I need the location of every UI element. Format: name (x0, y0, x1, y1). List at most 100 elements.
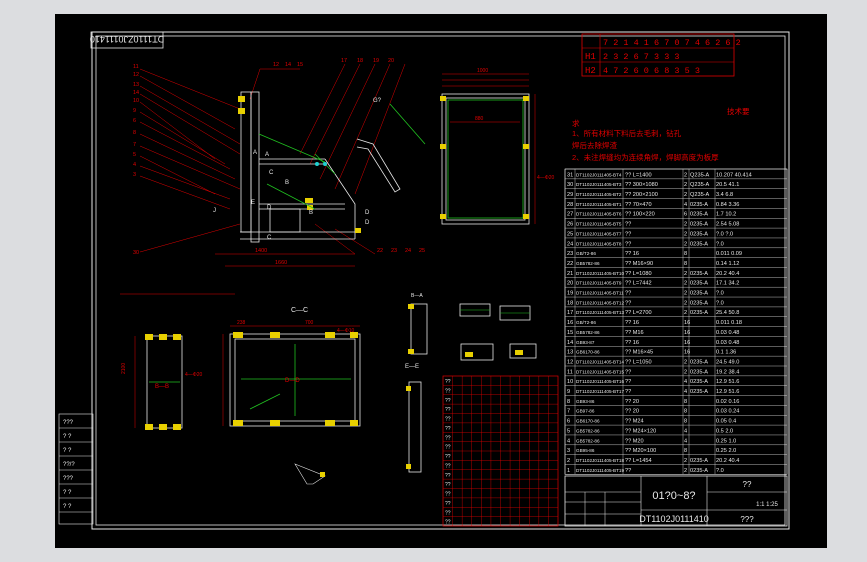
bom-cell-code: GB93-86 (576, 399, 595, 404)
bom-cell-mat: 0235-A (690, 359, 708, 365)
bom-cell-name: ?? (625, 291, 631, 297)
bom-cell-code: GB5782-86 (576, 330, 600, 335)
bom-cell-no: 11 (567, 369, 573, 375)
bom-cell-wt: 0.011 0.18 (716, 320, 742, 326)
svg-text:G?: G? (373, 98, 382, 104)
weld-table-row-label: ?? (445, 388, 451, 394)
bom-cell-name: ?? M20 (625, 438, 644, 444)
cad-drawing-svg[interactable]: DT1110ZJ0111410 7 2 1 4 1 6 7 0 7 4 6 2 … (55, 14, 827, 548)
notes-line3: 2、未注焊缝均为连续角焊，焊脚高度为板厚 (572, 152, 719, 162)
bom-cell-mat: 0235-A (690, 369, 708, 375)
title-block-code: DT1102J0111410 (639, 514, 709, 524)
bom-cell-name: ?? 20 (625, 399, 639, 405)
svg-text:A: A (265, 152, 269, 158)
bom-cell-qty: 8 (684, 409, 687, 415)
bom-cell-wt: 0.1 1.36 (716, 350, 736, 356)
bom-cell-qty: 2 (684, 241, 687, 247)
bom-cell-qty: 16 (684, 340, 690, 346)
bom-cell-name: ?? 16 (625, 251, 639, 257)
bom-cell-wt: 20.2 40.4 (716, 458, 739, 464)
bom-cell-code: DT1102J0111405-BT18 (576, 458, 624, 463)
bom-cell-code: GB5782-86 (576, 438, 600, 443)
title-block-q1: ?? (743, 480, 752, 489)
left-block-r6: ? ? (63, 490, 72, 496)
bom-cell-no: 23 (567, 251, 573, 257)
svg-text:B: B (309, 210, 313, 216)
weld-table-row-label: ?? (445, 492, 451, 498)
bom-cell-mat: 0235-A (690, 231, 708, 237)
section-label-ba: B—A (411, 293, 423, 299)
bom-cell-no: 26 (567, 222, 573, 228)
bom-cell-name: ?? L=7442 (625, 281, 652, 287)
left-block-r3: ? ? (63, 448, 72, 454)
bom-cell-code: DT1102J0111405-BT4 (576, 172, 622, 177)
bom-cell-code: DT1102J0111405-BT15 (576, 369, 624, 374)
bom-cell-wt: 0.14 1.12 (716, 261, 739, 267)
bom-cell-qty: 2 (684, 300, 687, 306)
svg-text:17: 17 (341, 58, 347, 64)
bom-cell-code: GB/T2-86 (576, 251, 596, 256)
bom-cell-wt: 3.4 6.8 (716, 192, 733, 198)
bom-cell-qty: 2 (684, 458, 687, 464)
bom-cell-wt: 10.207 40.414 (716, 172, 752, 178)
svg-text:12: 12 (133, 72, 139, 78)
bom-cell-code: DT1102J0111405-BT6 (576, 212, 622, 217)
dim-2100-left: 2100 (121, 363, 127, 374)
svg-text:11: 11 (133, 64, 139, 70)
bom-cell-no: 21 (567, 271, 573, 277)
bom-cell-code: GB5782-86 (576, 261, 600, 266)
bom-cell-code: DT1102J0111405-BT9 (576, 281, 622, 286)
bom-cell-name: ?? (625, 300, 631, 306)
bom-cell-name: ?? M24 (625, 419, 644, 425)
bom-cell-wt: 0.05 0.4 (716, 419, 736, 425)
cad-drawing-canvas[interactable]: DT1110ZJ0111410 7 2 1 4 1 6 7 0 7 4 6 2 … (55, 14, 827, 548)
bom-cell-qty: 6 (684, 212, 687, 218)
title-block: 01?0~8? DT1102J0111410 ?? ??? 1:1 1:25 (564, 475, 788, 527)
bom-cell-qty: 2 (684, 281, 687, 287)
dim-1400: 1400 (255, 248, 267, 254)
bom-cell-wt: ?.0 (716, 291, 724, 297)
bom-cell-name: ?? M20×100 (625, 448, 656, 454)
bom-cell-qty: 2 (684, 182, 687, 188)
bom-cell-no: 22 (567, 261, 573, 267)
weld-table-row-label: ?? (445, 520, 451, 526)
bom-cell-name: ?? L=2700 (625, 310, 652, 316)
code-box (90, 31, 164, 49)
bom-cell-name: ?? 200×2100 (625, 192, 658, 198)
bom-cell-no: 16 (567, 320, 573, 326)
bom-cell-code: DT1102J0111405-BT1 (576, 202, 622, 207)
bom-cell-mat: 0235-A (690, 202, 708, 208)
bom-cell-wt: 0.25 2.0 (716, 448, 736, 454)
bom-cell-wt: 20.2 40.4 (716, 271, 739, 277)
bom-cell-no: 14 (567, 340, 573, 346)
bom-cell-code: DT1102J0111405-BT5 (576, 222, 622, 227)
svg-text:14: 14 (285, 62, 291, 68)
svg-text:C: C (267, 235, 272, 241)
bom-cell-name: ?? 16 (625, 340, 639, 346)
section-label-cc: C—C (291, 307, 308, 314)
svg-text:18: 18 (357, 58, 363, 64)
bom-cell-mat: Q235-A (690, 192, 710, 198)
bom-cell-name: ?? (625, 369, 631, 375)
notes-title: 技术要 (727, 106, 750, 116)
bom-cell-code: GB6170-86 (576, 419, 600, 424)
bom-cell-no: 31 (567, 172, 573, 178)
bom-cell-name: ?? (625, 468, 631, 474)
bom-cell-qty: 4 (684, 438, 687, 444)
bom-cell-no: 29 (567, 192, 573, 198)
weld-table-row-label: ?? (445, 417, 451, 423)
bom-cell-no: 8 (567, 399, 570, 405)
bom-cell-mat: 0235-A (690, 291, 708, 297)
section-label-ee: E—E (405, 364, 419, 370)
bom-cell-name: ?? (625, 379, 631, 385)
bom-cell-wt: 0.02 0.16 (716, 399, 739, 405)
bom-cell-no: 12 (567, 359, 573, 365)
bom-cell-name: ?? (625, 222, 631, 228)
bom-cell-code: DT1102J0111405-BT10 (576, 271, 624, 276)
bom-cell-qty: 16 (684, 330, 690, 336)
bom-cell-code: DT1102J0111405-BT17 (576, 389, 624, 394)
dim-238: 238 (237, 320, 246, 326)
bom-cell-code: DT1102J0111405-BT8 (576, 241, 622, 246)
dim-880: 880 (475, 116, 484, 122)
